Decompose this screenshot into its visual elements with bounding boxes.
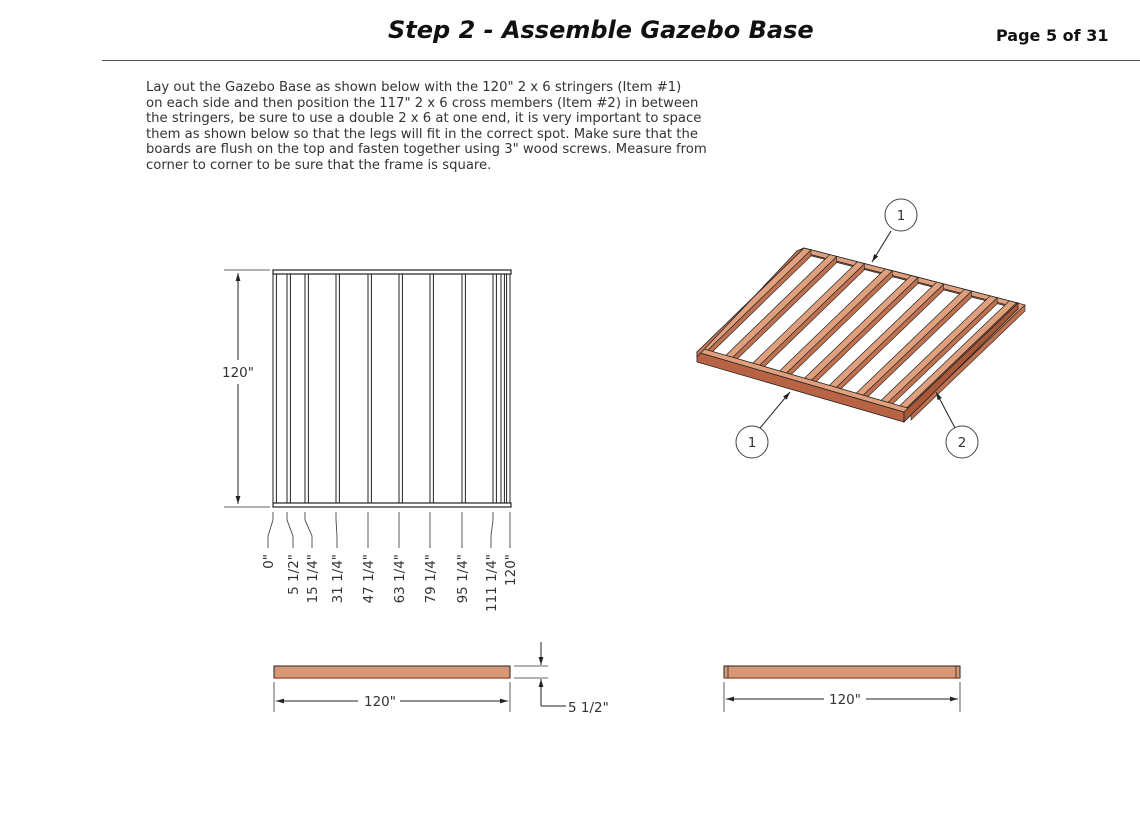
instruction-line: on each side and then position the 117" … (146, 95, 699, 111)
plan-stringer-top (272, 269, 512, 275)
callout-circle (945, 425, 979, 459)
position-tick (304, 512, 313, 548)
callout-label: 1 (897, 208, 906, 224)
position-tick (286, 512, 294, 548)
stringer-board (273, 665, 511, 679)
instruction-line: them as shown below so that the legs wil… (146, 126, 698, 142)
plan-cross-member (304, 273, 309, 504)
page-title: Step 2 - Assemble Gazebo Base (388, 16, 814, 44)
plan-position-ticks: 0" 5 1/2"15 1/4" 31 1/4" 47 1/4" 63 1/4" 79 1… (261, 512, 519, 612)
plan-cross-member (335, 273, 340, 504)
isometric-view: 1 1 2 (695, 198, 1026, 459)
instruction-line: boards are flush on the top and fasten t… (146, 142, 707, 157)
iso-cross-members (696, 247, 1026, 421)
plan-cross-member (492, 273, 497, 504)
callout-circle (884, 198, 918, 232)
position-label: 15 1/4" (305, 554, 321, 603)
plan-cross-members (272, 273, 511, 504)
plan-cross-member (286, 273, 291, 504)
callout-label: 2 (958, 435, 967, 451)
cross-member-board (723, 665, 961, 679)
position-tick (490, 512, 494, 548)
position-label: 63 1/4" (392, 554, 408, 603)
header-divider (102, 60, 1140, 61)
plan-view: 120" 0" 5 1/2"15 1/4" 31 1/4" 47 1/4" 63 1/4… (222, 269, 519, 612)
page-number: Page 5 of 31 (996, 26, 1109, 45)
plan-cross-member (506, 273, 511, 504)
position-label: 120" (503, 554, 519, 586)
instruction-line: corner to corner to be sure that the fra… (146, 157, 492, 173)
plan-cross-member (398, 273, 403, 504)
plan-cross-member (461, 273, 466, 504)
position-label: 111 1/4" (484, 554, 500, 612)
stringer-length-label: 120" (364, 694, 396, 710)
callout-label: 1 (748, 435, 757, 451)
cross-member-length-label: 120" (829, 692, 861, 708)
instruction-line: Lay out the Gazebo Base as shown below w… (146, 80, 682, 95)
iso-cross-member-side (703, 249, 812, 361)
cross-member-view: 120" (723, 665, 961, 712)
plan-cross-member (429, 273, 434, 504)
plan-cross-member (500, 273, 505, 504)
position-label: 0" (261, 554, 277, 569)
stringer-thickness-label: 5 1/2" (568, 700, 609, 716)
iso-cross-member-side (910, 304, 1026, 421)
plan-cross-member (367, 273, 372, 504)
instruction-line: the stringers, be sure to use a double 2… (146, 111, 702, 126)
position-tick (267, 512, 274, 548)
position-label: 5 1/2" (286, 554, 302, 595)
position-tick (335, 512, 338, 548)
plan-cross-member (272, 273, 277, 504)
callout-circle (735, 425, 769, 459)
height-dimension-label: 120" (222, 365, 254, 381)
position-label: 79 1/4" (423, 554, 439, 603)
instructions-text: Lay out the Gazebo Base as shown below w… (146, 80, 796, 173)
stringer-view: 120" 5 1/2" (273, 642, 609, 716)
position-label: 31 1/4" (330, 554, 346, 603)
position-label: 95 1/4" (455, 554, 471, 603)
plan-stringer-bottom (272, 502, 512, 508)
position-label: 47 1/4" (361, 554, 377, 603)
